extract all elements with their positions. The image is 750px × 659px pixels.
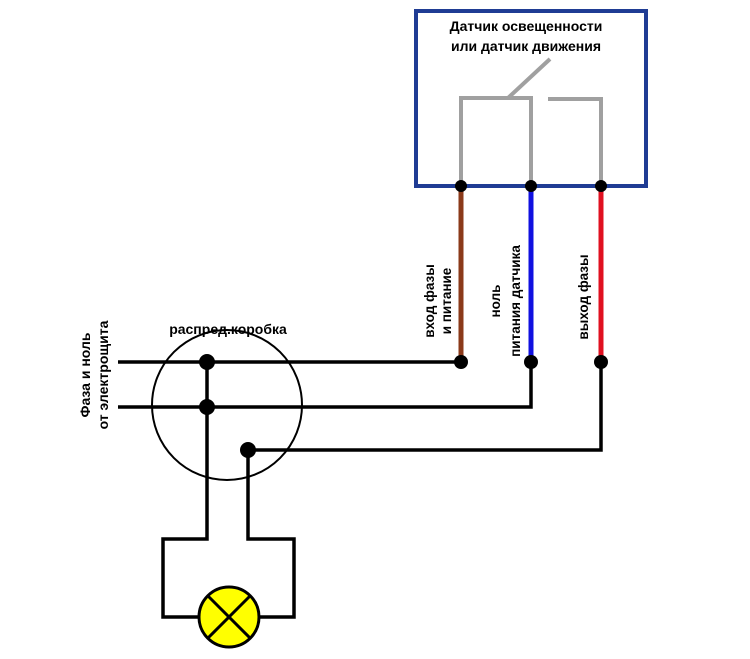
supply-label-line1: Фаза и ноль (77, 332, 93, 417)
black-wiring (118, 360, 603, 619)
neutral-label-line1: ноль (488, 285, 503, 318)
junction-box (151, 329, 303, 481)
sensor-switch-contacts (459, 57, 603, 186)
sensor-title-line1: Датчик освещенности (450, 18, 603, 34)
sensor-title-line2: или датчик движения (451, 38, 601, 54)
lamp-icon (197, 585, 261, 649)
phase-out-label: выход фазы (576, 254, 591, 339)
phase-in-label-line1: вход фазы (422, 264, 437, 338)
phase-in-label-line2: и питание (439, 267, 454, 334)
supply-label-line2: от электрощита (95, 320, 111, 429)
neutral-label-line2: питания датчика (508, 245, 523, 357)
connection-nodes (199, 180, 608, 458)
junction-box-label: распред.коробка (169, 321, 287, 337)
